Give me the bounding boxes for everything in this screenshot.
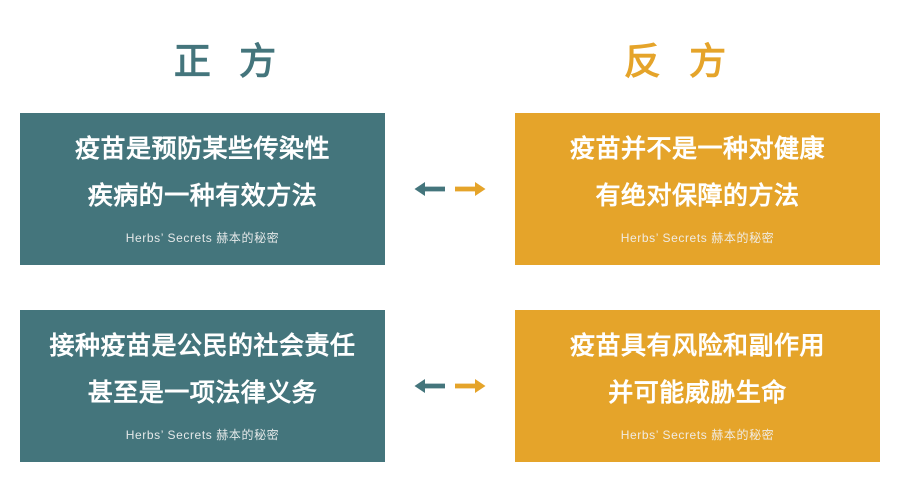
- con-card-2-line-1: 疫苗具有风险和副作用: [569, 331, 825, 360]
- arrow-left-icon: [411, 179, 446, 199]
- pro-card-2-line-2: 甚至是一项法律义务: [87, 378, 318, 407]
- pro-card-2-caption: Herbs’ Secrets 赫本的秘密: [125, 427, 280, 442]
- pro-card-2[interactable]: 接种疫苗是公民的社会责任 甚至是一项法律义务 Herbs’ Secrets 赫本…: [20, 310, 385, 462]
- pro-card-1-caption: Herbs’ Secrets 赫本的秘密: [125, 230, 280, 245]
- pro-card-2-line-1: 接种疫苗是公民的社会责任: [49, 331, 356, 360]
- pro-card-1[interactable]: 疫苗是预防某些传染性 疾病的一种有效方法 Herbs’ Secrets 赫本的秘…: [20, 113, 385, 265]
- con-card-2-caption: Herbs’ Secrets 赫本的秘密: [620, 427, 775, 442]
- con-card-2[interactable]: 疫苗具有风险和副作用 并可能威胁生命 Herbs’ Secrets 赫本的秘密: [515, 310, 880, 462]
- con-card-1-line-2: 有绝对保障的方法: [595, 181, 800, 210]
- pro-card-1-line-2: 疾病的一种有效方法: [87, 181, 318, 210]
- con-card-1-caption: Herbs’ Secrets 赫本的秘密: [620, 230, 775, 245]
- arrow-right-icon: [454, 376, 489, 396]
- card-grid: 疫苗是预防某些传染性 疾病的一种有效方法 Herbs’ Secrets 赫本的秘…: [20, 113, 880, 462]
- con-card-1[interactable]: 疫苗并不是一种对健康 有绝对保障的方法 Herbs’ Secrets 赫本的秘密: [515, 113, 880, 265]
- connector-1: [385, 113, 515, 265]
- con-card-1-line-1: 疫苗并不是一种对健康: [569, 134, 825, 163]
- comparison-row: 接种疫苗是公民的社会责任 甚至是一项法律义务 Herbs’ Secrets 赫本…: [20, 310, 880, 462]
- con-card-2-line-2: 并可能威胁生命: [608, 378, 787, 407]
- connector-2: [385, 310, 515, 462]
- page-title-pro: 正 方: [173, 40, 286, 82]
- page-title-con: 反 方: [623, 40, 736, 82]
- pro-card-1-line-1: 疫苗是预防某些传染性: [74, 134, 330, 163]
- arrow-right-icon: [454, 179, 489, 199]
- headings-row: 正 方 反 方: [0, 32, 900, 90]
- heading-column-pro: 正 方: [0, 32, 450, 90]
- heading-column-con: 反 方: [450, 32, 900, 90]
- comparison-row: 疫苗是预防某些传染性 疾病的一种有效方法 Herbs’ Secrets 赫本的秘…: [20, 113, 880, 265]
- arrow-left-icon: [411, 376, 446, 396]
